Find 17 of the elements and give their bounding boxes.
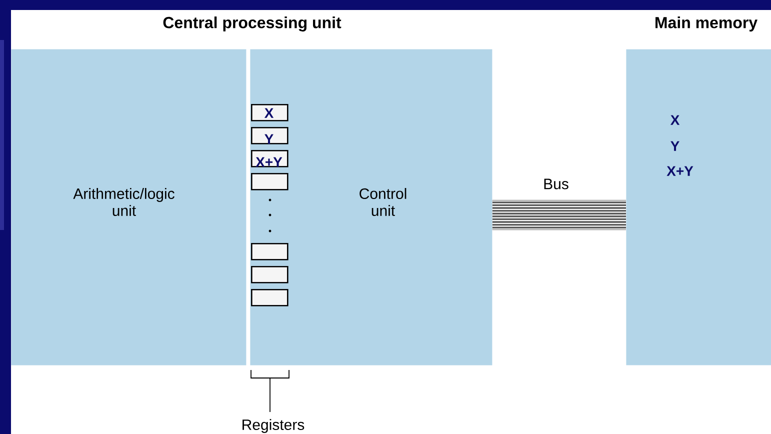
value-label: X+Y [256, 157, 282, 167]
unit-label: Arithmetic/logic unit [73, 188, 174, 216]
register-box [251, 173, 288, 190]
value-label: X+Y [666, 166, 694, 176]
value-label: Y [670, 141, 680, 151]
bus-lines [492, 200, 626, 230]
heading: Central processing unit [163, 16, 342, 32]
register-box [251, 289, 288, 306]
unit-label: Control unit [360, 188, 406, 216]
edge-label: Bus [542, 178, 570, 190]
value-label: Y [264, 134, 274, 144]
heading: Main memory [656, 16, 758, 32]
register-box [251, 266, 288, 284]
value-label: X [670, 115, 680, 125]
register-box [251, 243, 288, 260]
value-label: X [264, 108, 274, 118]
label: Registers [242, 419, 304, 433]
